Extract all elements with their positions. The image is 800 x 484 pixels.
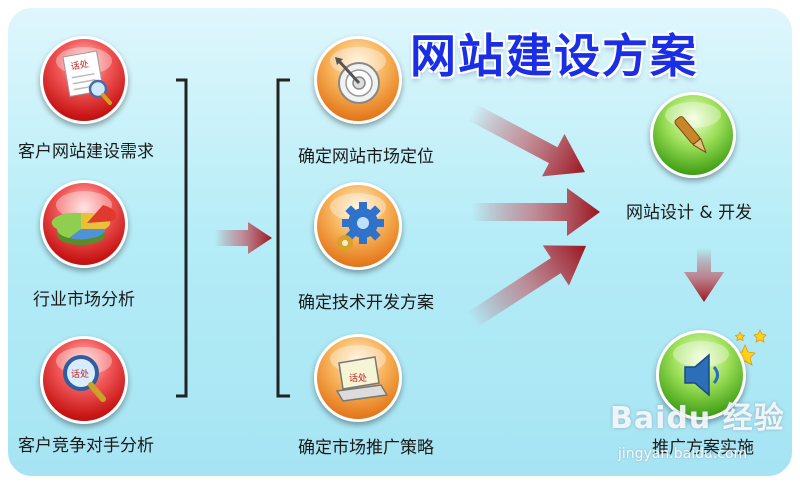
node-label-requirements: 客户网站建设需求 <box>18 142 154 162</box>
node-label-positioning: 确定网站市场定位 <box>298 147 434 167</box>
promotion-orb: 话处 <box>314 334 402 422</box>
icon-badge: 话处 <box>70 58 90 73</box>
design-dev-orb <box>650 92 736 178</box>
market-analysis-orb <box>40 180 128 268</box>
tech-plan-orb <box>314 182 402 270</box>
pen-icon <box>665 102 721 154</box>
arrow-lower <box>467 245 587 328</box>
node-label-promotion: 确定市场推广策略 <box>298 438 434 458</box>
speaker-icon <box>673 341 729 397</box>
arrow-down <box>684 248 724 302</box>
gear-icon <box>330 193 386 251</box>
magnifier-icon: 话处 <box>56 347 112 402</box>
positioning-orb <box>314 36 402 124</box>
node-label-implementation: 推广方案实施 <box>652 438 754 458</box>
middle-bracket <box>276 78 290 398</box>
node-label-market-analysis: 行业市场分析 <box>33 290 135 310</box>
arrow-upper <box>467 104 586 177</box>
arrow-to-middle <box>215 222 272 254</box>
node-label-competitor-analysis: 客户竞争对手分析 <box>18 436 154 456</box>
watermark-brand: Baidu 经验 <box>610 401 785 436</box>
document-magnifier-icon: 话处 <box>56 47 112 105</box>
left-bracket <box>176 78 188 398</box>
node-label-tech-plan: 确定技术开发方案 <box>298 293 434 313</box>
implementation-orb <box>656 330 746 420</box>
competitor-analysis-orb: 话处 <box>40 336 128 424</box>
icon-badge: 话处 <box>71 368 89 380</box>
panel <box>4 4 796 480</box>
watermark-url: jingyan.baidu.com <box>618 446 748 462</box>
laptop-icon: 话处 <box>330 345 389 402</box>
target-icon <box>330 47 386 104</box>
page-title: 网站建设方案 <box>410 29 698 83</box>
pie-chart-icon <box>51 191 117 245</box>
arrow-middle <box>472 188 600 236</box>
requirements-orb: 话处 <box>40 36 128 124</box>
node-label-design-dev: 网站设计 & 开发 <box>626 203 753 223</box>
icon-badge: 话处 <box>349 372 367 384</box>
